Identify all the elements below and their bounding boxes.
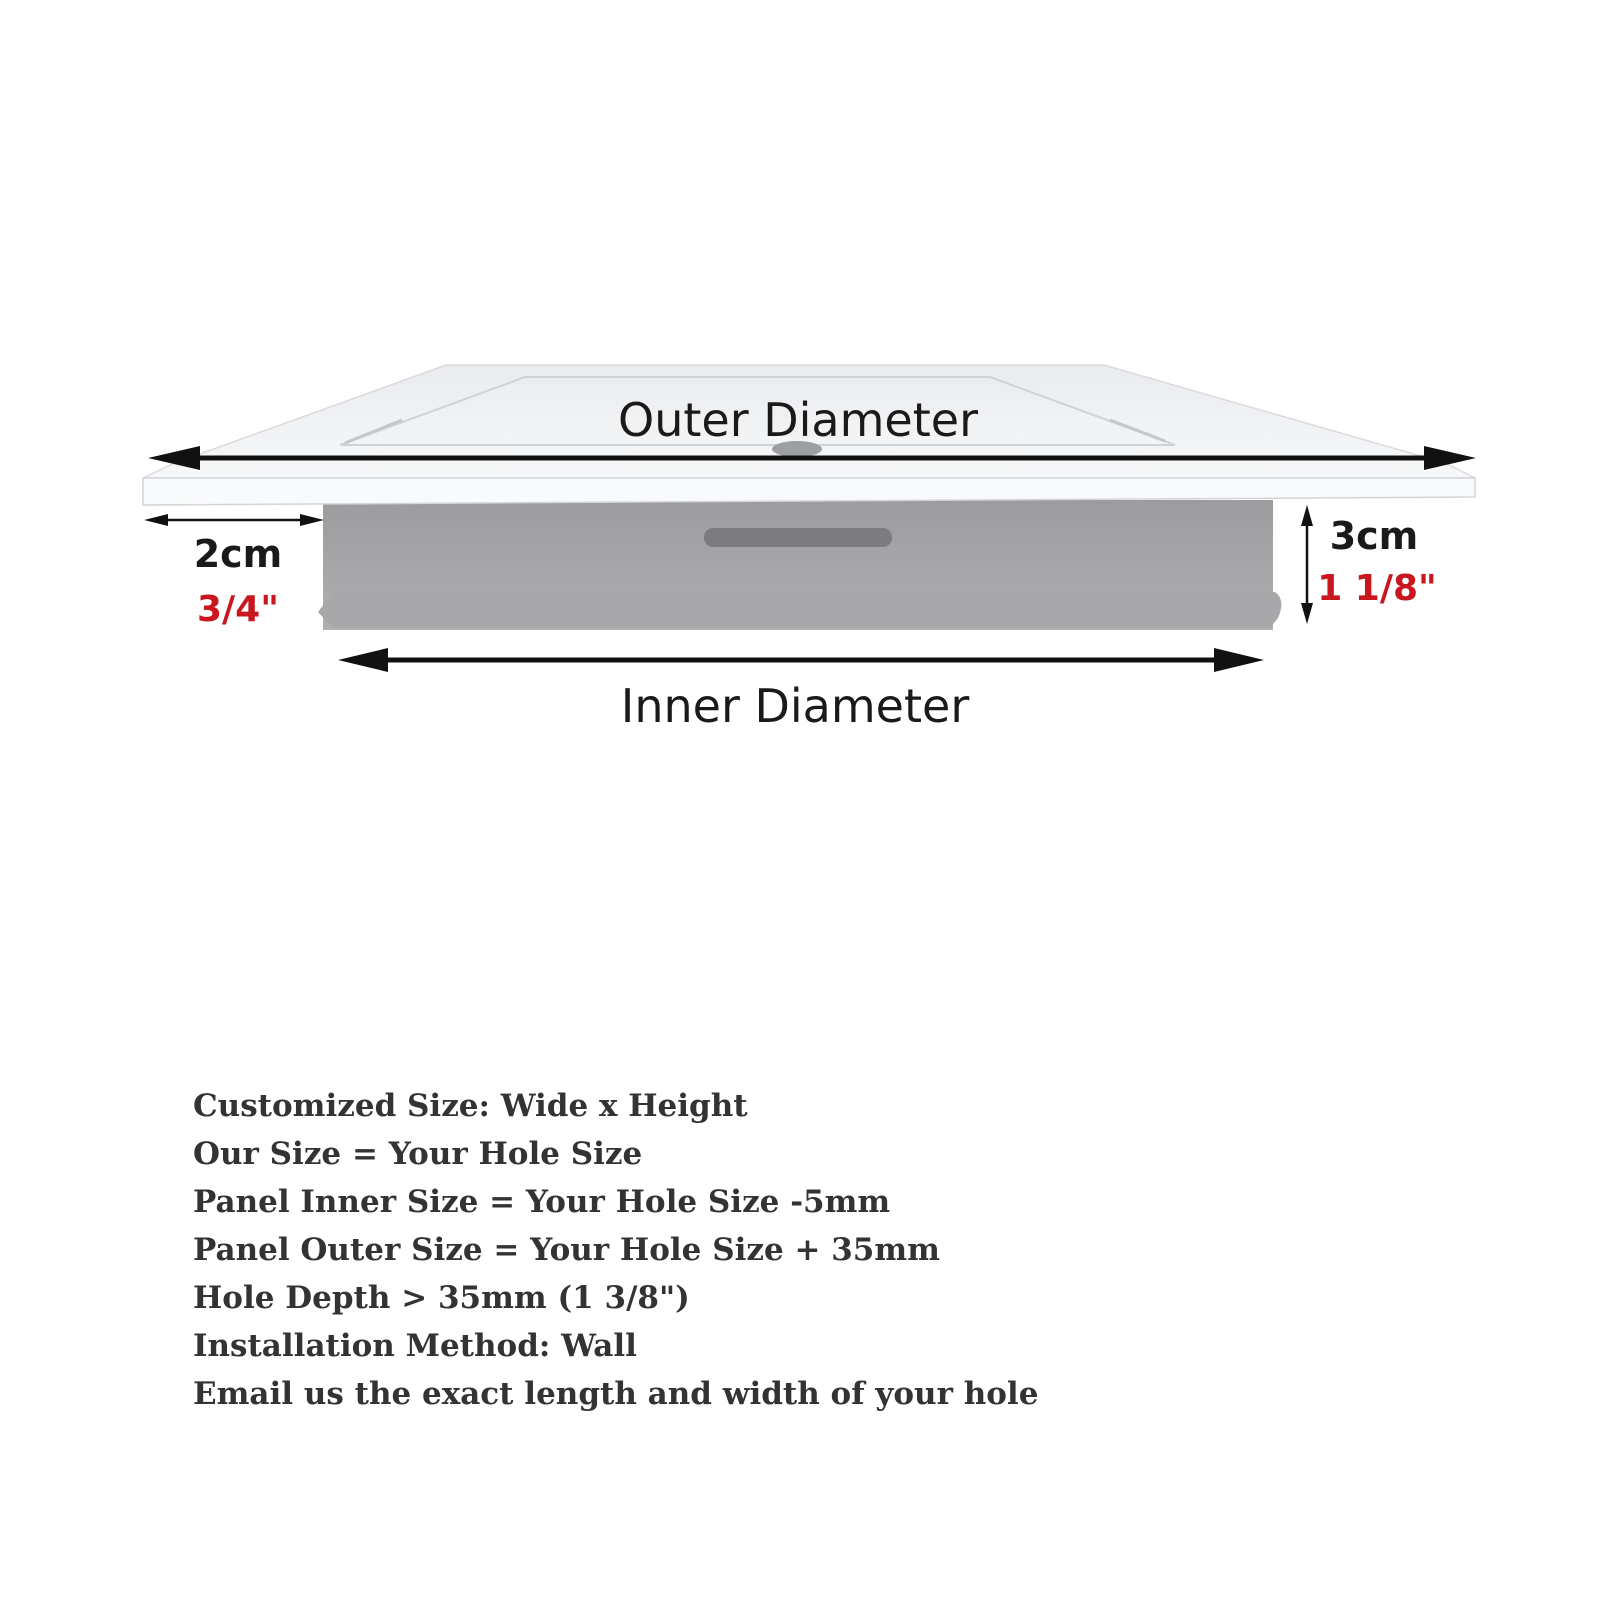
spec-panel-outer-size: Panel Outer Size = Your Hole Size + 35mm (193, 1232, 940, 1268)
depth-arrow (1301, 505, 1313, 624)
panel-front-edge (142, 477, 1476, 506)
dimension-arrows (144, 446, 1476, 672)
spec-list: Customized Size: Wide x Height Our Size … (193, 1082, 1293, 1418)
panel-lock (772, 441, 822, 457)
panel-door-outline (339, 376, 1176, 446)
panel-door-groove-left (344, 418, 403, 445)
outer-diameter-arrow (148, 446, 1476, 470)
depth-imperial-label: 1 1/8" (1317, 568, 1437, 609)
panel-door-groove-right (1109, 418, 1166, 443)
flange-width-arrow (144, 514, 324, 526)
flange-width-metric-label: 2cm (194, 532, 283, 576)
spec-our-size: Our Size = Your Hole Size (193, 1136, 643, 1172)
depth-metric-label: 3cm (1330, 514, 1419, 558)
spec-hole-depth: Hole Depth > 35mm (1 3/8") (193, 1280, 690, 1316)
outer-diameter-label: Outer Diameter (618, 393, 978, 447)
spec-installation-method: Installation Method: Wall (193, 1328, 637, 1364)
inner-diameter-arrow (338, 648, 1264, 672)
panel-box-lip (318, 592, 1282, 628)
inner-diameter-label: Inner Diameter (621, 679, 970, 733)
spec-customized-size: Customized Size: Wide x Height (193, 1088, 748, 1124)
access-panel-image (142, 364, 1476, 630)
spec-email-note: Email us the exact length and width of y… (193, 1376, 1039, 1412)
spec-panel-inner-size: Panel Inner Size = Your Hole Size -5mm (193, 1184, 891, 1220)
flange-width-imperial-label: 3/4" (197, 589, 279, 630)
panel-slot (704, 528, 892, 547)
